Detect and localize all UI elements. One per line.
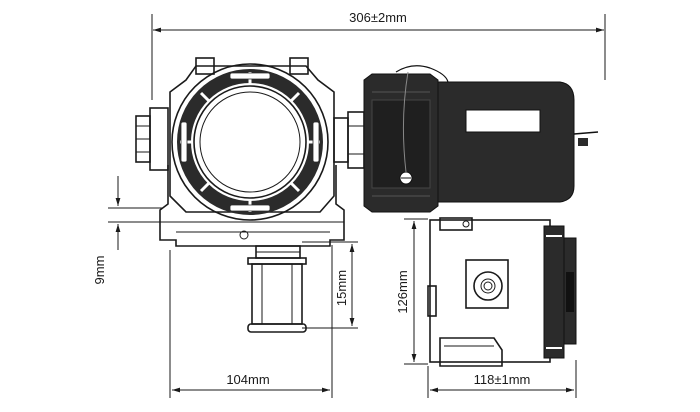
left-cable-gland (135, 107, 169, 171)
nut-height-label: 15mm (334, 270, 349, 306)
cover-ring (177, 69, 323, 215)
flange-height-label: 9mm (92, 256, 107, 285)
dimension-base-width: 104mm (169, 245, 333, 398)
bottom-inlet (247, 245, 307, 333)
side-height-label: 126mm (395, 270, 410, 313)
dimension-flange-height: 9mm (92, 176, 162, 284)
side-width-label: 118±1mm (474, 372, 531, 387)
side-fitting (465, 259, 509, 309)
front-view-transmitter (135, 57, 345, 247)
dimension-nut-height: 15mm (302, 241, 358, 329)
dimension-overall-width: 306±2mm (151, 10, 606, 100)
overall-width-label: 306±2mm (349, 10, 407, 25)
base-width-label: 104mm (226, 372, 269, 387)
sensor-connector (333, 111, 365, 169)
dimension-side-height: 126mm (395, 218, 428, 365)
sensor-head (363, 65, 599, 213)
dimension-side-width: 118±1mm (427, 360, 577, 398)
side-view (427, 217, 577, 367)
